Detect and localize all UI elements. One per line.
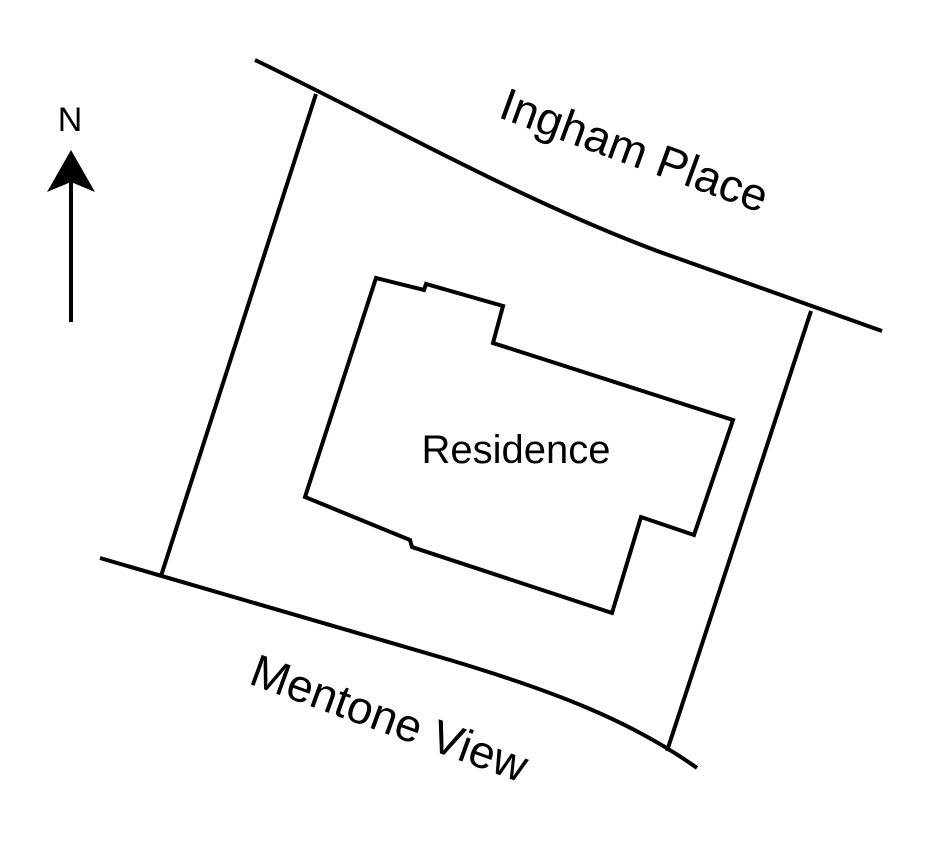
lot-boundary-east — [665, 310, 813, 752]
mentone-view-label: Mentone View — [244, 644, 536, 793]
residence-label: Residence — [421, 428, 610, 472]
residence-footprint — [302, 275, 736, 616]
north-arrow-head-icon — [47, 150, 95, 192]
lot-boundary-west — [159, 93, 318, 577]
north-arrow: N — [47, 101, 95, 322]
ingham-place-street-edge — [254, 58, 883, 333]
north-label: N — [58, 101, 83, 139]
